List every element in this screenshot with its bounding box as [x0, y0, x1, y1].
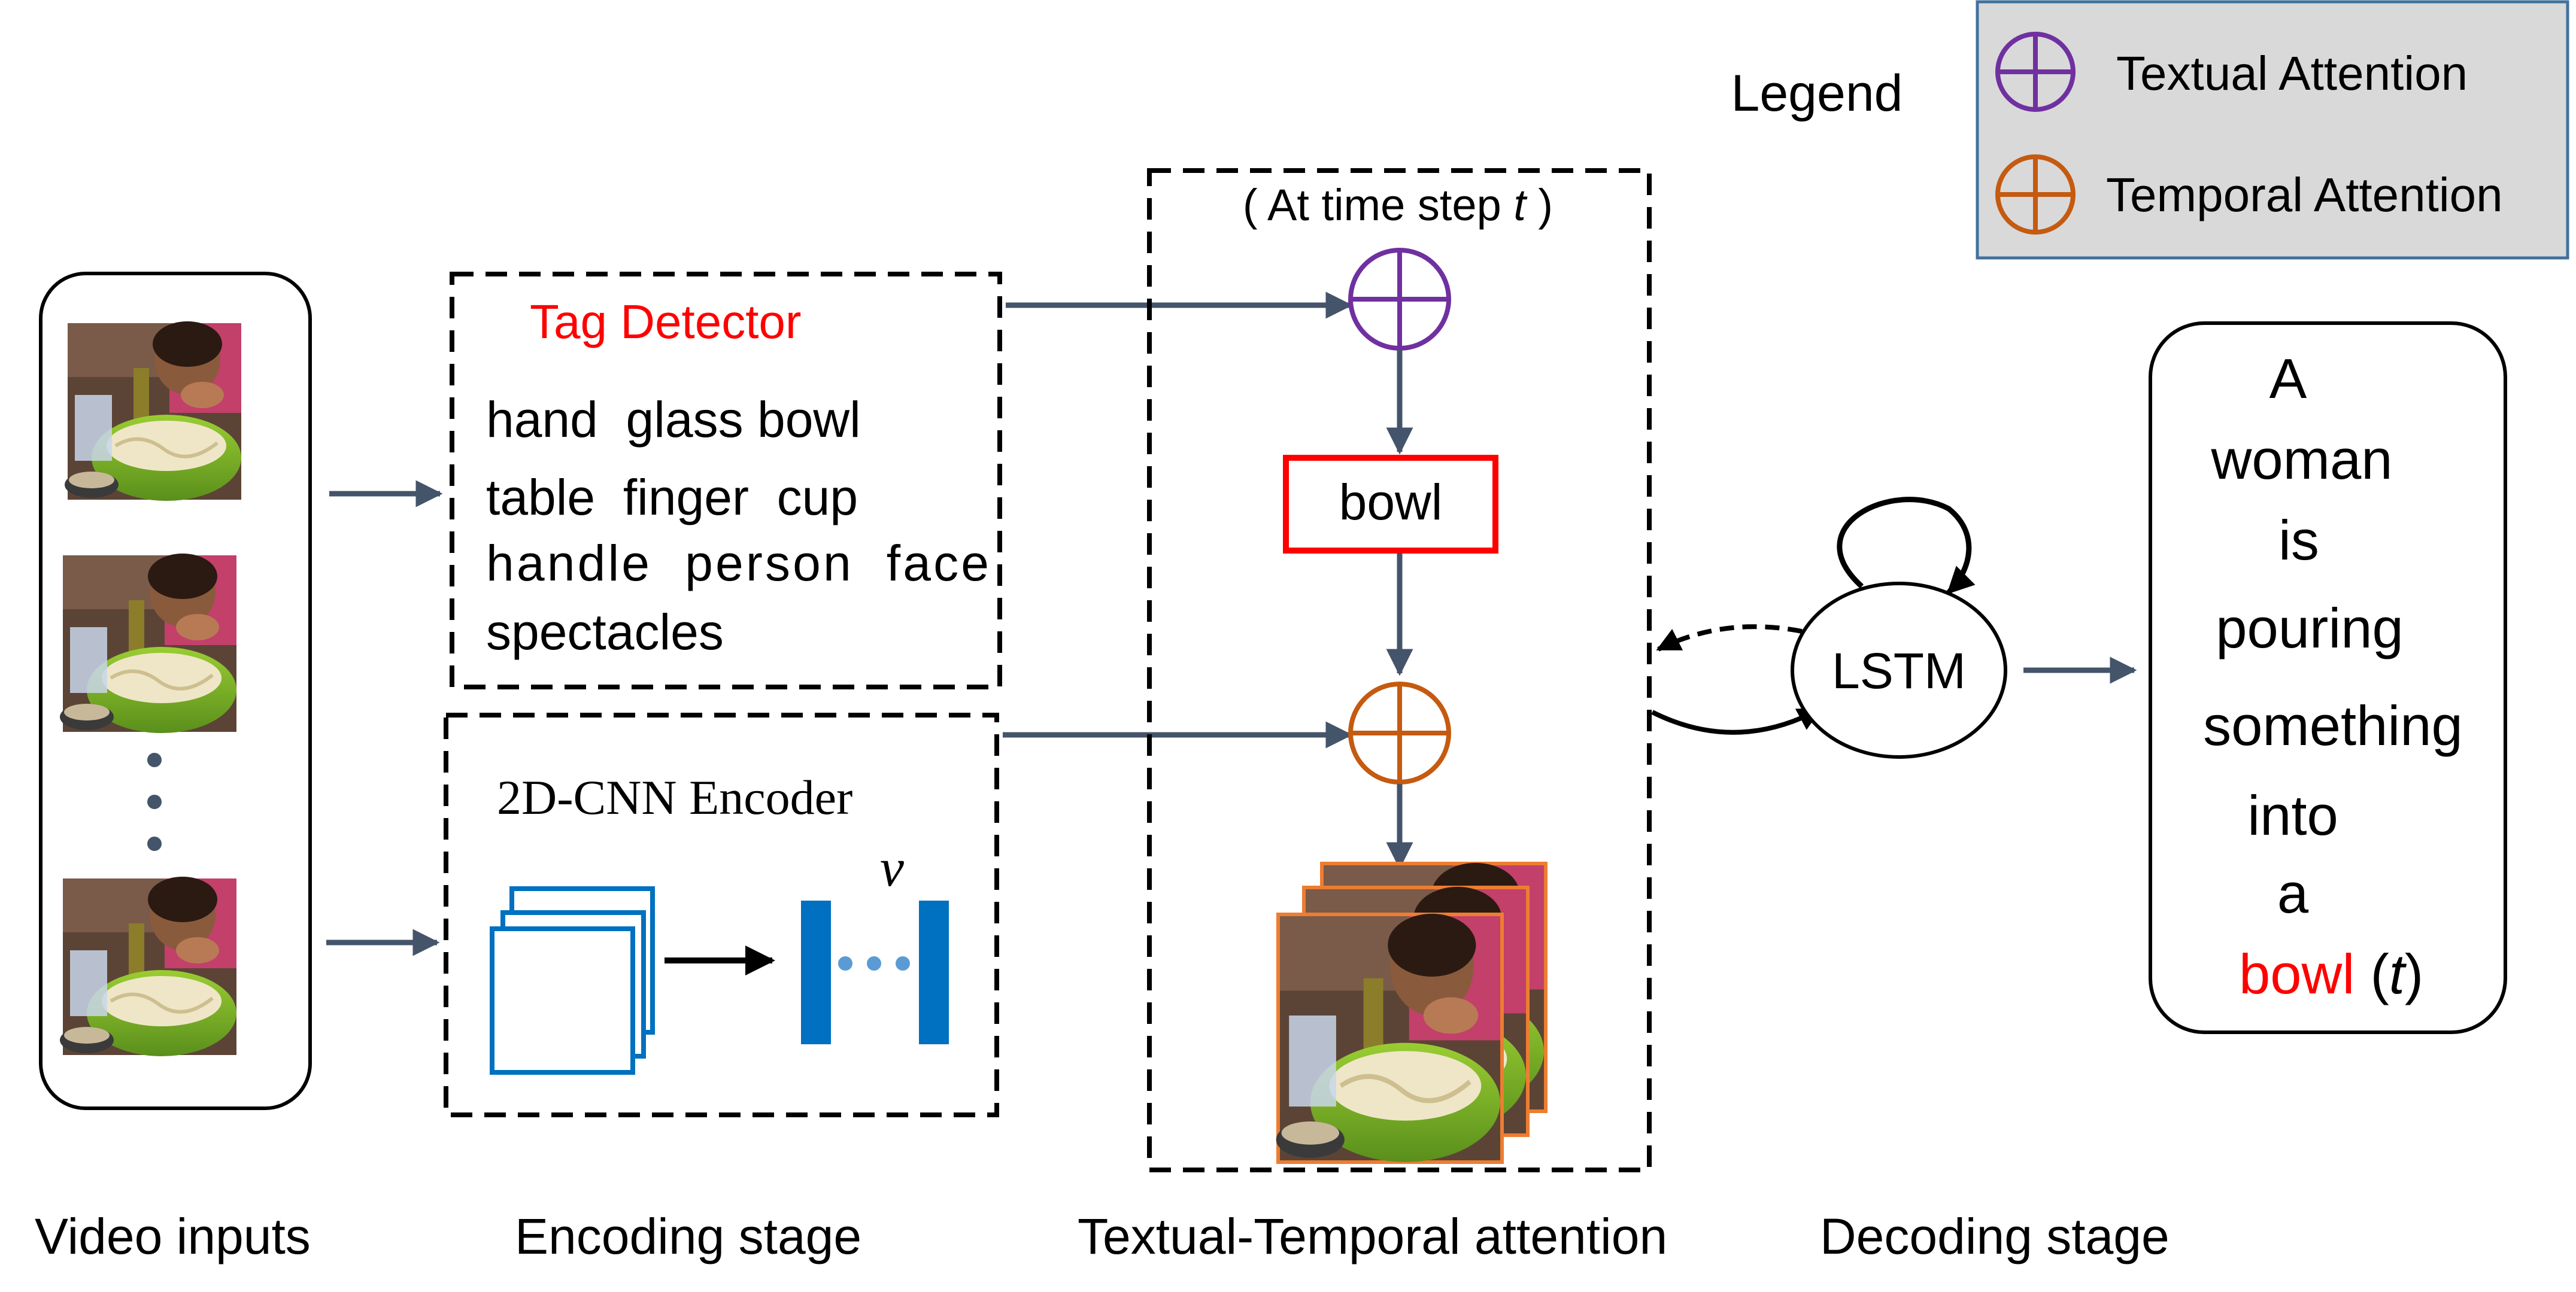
- caption-word-2: woman: [2210, 428, 2392, 491]
- tag-line-3: handle person face: [486, 535, 989, 591]
- legend-box: [1976, 0, 2569, 260]
- ellipsis-dots-icon: [147, 753, 162, 851]
- video-inputs-label: Video inputs: [35, 1208, 311, 1264]
- legend-title: Legend: [1731, 65, 1903, 122]
- textual-attention-legend-icon: [1995, 32, 2076, 112]
- video-frame-n: [60, 877, 236, 1056]
- temporal-attention-icon: [1348, 682, 1451, 785]
- video-frame-1: [65, 321, 241, 501]
- feature-symbol: v: [880, 838, 904, 898]
- tag-line-2: table finger cup: [486, 469, 858, 525]
- encoder-box: [444, 713, 999, 1117]
- caption-word-6: into: [2247, 784, 2338, 847]
- time-step-label: ( At time step t ): [1243, 180, 1553, 230]
- caption-word-5: something: [2203, 694, 2463, 757]
- tag-detector-box: [450, 272, 1002, 689]
- caption-word-4: pouring: [2216, 597, 2404, 659]
- temporal-attention-legend-icon: [1995, 154, 2076, 235]
- caption-word-1: A: [2269, 347, 2307, 410]
- decoding-stage-label: Decoding stage: [1820, 1208, 2170, 1264]
- lstm-to-attention-dashed-arrow: [1656, 624, 1803, 652]
- caption-current-word: bowl (t): [2239, 943, 2423, 1005]
- legend-temporal-attention-label: Temporal Attention: [2106, 168, 2503, 221]
- selected-tag-box: [1283, 455, 1498, 554]
- feature-vector-icon: [801, 901, 949, 1044]
- caption-word-3: is: [2278, 509, 2319, 571]
- encoder-title: 2D-CNN Encoder: [497, 770, 852, 825]
- caption-word-7: a: [2277, 862, 2309, 925]
- tag-line-4: spectacles: [486, 604, 724, 660]
- lstm-cell: [1791, 582, 2007, 759]
- attended-frame-1: [1276, 913, 1504, 1164]
- legend-textual-attention-label: Textual Attention: [2116, 47, 2468, 100]
- lstm-recurrent-loop-arrow: [1837, 497, 1976, 595]
- cnn-stack-icon: [490, 886, 655, 1075]
- attention-stage-label: Textual-Temporal attention: [1078, 1208, 1667, 1264]
- selected-tag-label: bowl: [1339, 474, 1443, 530]
- video-frame-2: [60, 554, 236, 733]
- tag-line-1: hand glass bowl: [486, 391, 861, 448]
- tag-detector-title: Tag Detector: [530, 295, 802, 348]
- attention-box: [1147, 168, 1652, 1172]
- lstm-label: LSTM: [1832, 643, 1966, 699]
- caption-panel: [2149, 321, 2507, 1034]
- encoding-stage-label: Encoding stage: [515, 1208, 861, 1264]
- attention-to-lstm-arrow: [1651, 707, 1822, 735]
- textual-attention-icon: [1348, 248, 1451, 351]
